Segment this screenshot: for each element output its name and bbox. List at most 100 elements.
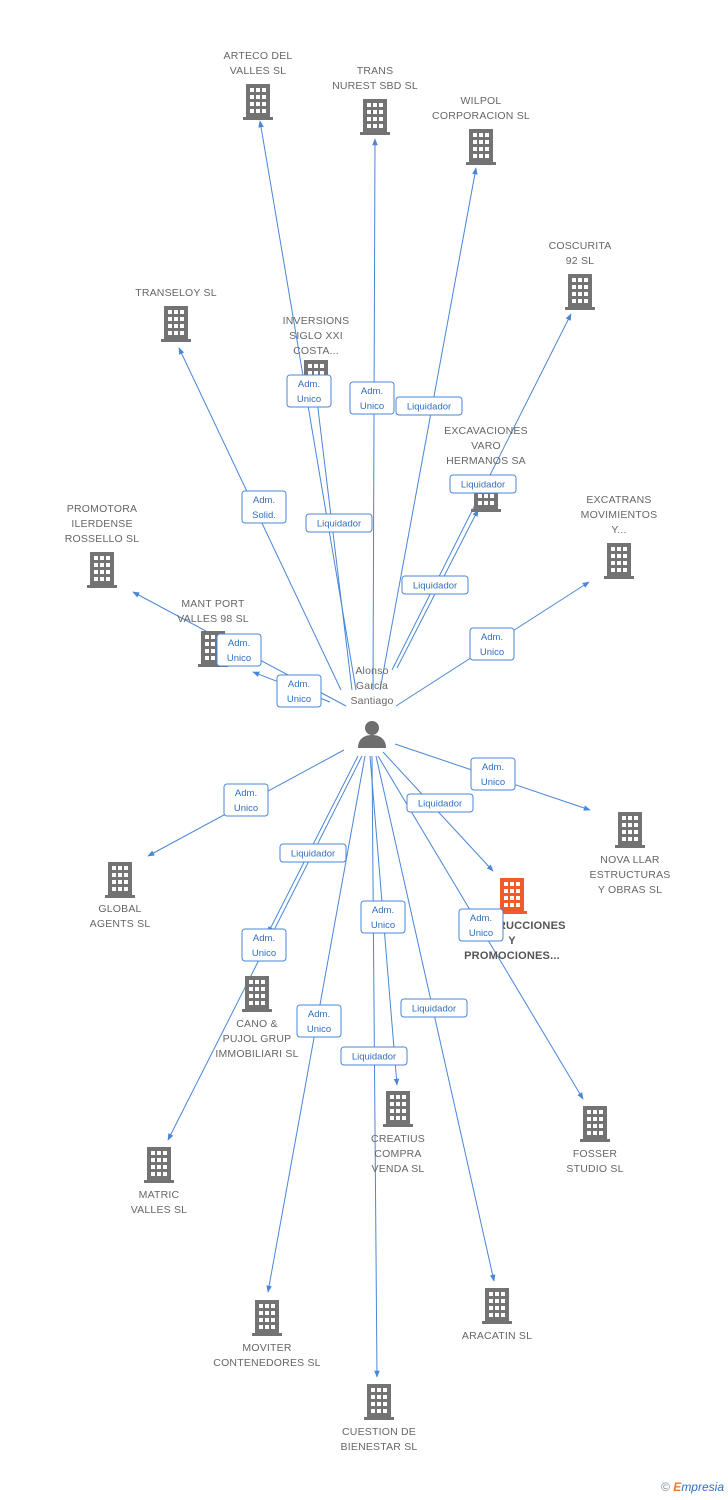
node-label-line: INVERSIONS bbox=[283, 315, 350, 327]
company-node-moviter[interactable]: MOVITER CONTENEDORES SL bbox=[213, 1300, 321, 1369]
node-label-line: EXCATRANS bbox=[586, 494, 651, 506]
relation-text: Adm. bbox=[253, 495, 275, 506]
relation-label-aracatin[interactable]: Liquidador bbox=[400, 998, 468, 1018]
relation-label-wilpol[interactable]: Liquidador bbox=[395, 396, 463, 416]
node-label-line: ARACATIN SL bbox=[462, 1330, 532, 1342]
relation-text: Adm. bbox=[361, 386, 383, 397]
building-icon bbox=[105, 862, 135, 898]
relation-box bbox=[349, 381, 395, 415]
person-icon bbox=[358, 721, 386, 748]
building-icon bbox=[144, 1147, 174, 1183]
node-label-line: VALLES SL bbox=[131, 1204, 187, 1216]
building-icon bbox=[580, 1106, 610, 1142]
relation-label-moviter[interactable]: Adm.Unico bbox=[296, 1004, 342, 1038]
relation-text: Unico bbox=[469, 928, 493, 939]
relation-text: Liquidador bbox=[412, 1004, 456, 1015]
company-node-fosser[interactable]: FOSSER STUDIO SL bbox=[566, 1106, 623, 1175]
relation-label-coscurita[interactable]: Liquidador bbox=[401, 575, 469, 595]
relation-label-matric[interactable]: Liquidador bbox=[279, 843, 347, 863]
relation-label-cano[interactable]: Adm.Unico bbox=[241, 928, 287, 962]
relation-text: Adm. bbox=[308, 1009, 330, 1020]
edges bbox=[132, 120, 591, 1378]
footer: © Empresia bbox=[661, 1480, 724, 1494]
relation-text: Unico bbox=[360, 401, 384, 412]
relation-label-excavaciones[interactable]: Liquidador bbox=[449, 474, 517, 494]
company-node-excatrans[interactable]: EXCATRANSMOVIMIENTOSY... bbox=[581, 494, 658, 579]
relation-label-inversions[interactable]: Adm.Unico bbox=[286, 374, 332, 408]
node-label-line: IMMOBILIARI SL bbox=[215, 1048, 298, 1060]
relation-box bbox=[360, 900, 406, 934]
relation-label-promotora[interactable]: Adm.Unico bbox=[276, 674, 322, 708]
node-label-line: Santiago bbox=[350, 695, 393, 707]
node-label-line: CONTENEDORES SL bbox=[213, 1357, 320, 1369]
node-label-line: MOVIMIENTOS bbox=[581, 509, 658, 521]
relation-box bbox=[296, 1004, 342, 1038]
node-label-line: CREATIUS bbox=[371, 1133, 425, 1145]
node-label-line: CANO & bbox=[236, 1018, 277, 1030]
relation-label-arteco[interactable]: Liquidador bbox=[305, 513, 373, 533]
node-label-line: MATRIC bbox=[139, 1189, 180, 1201]
node-label-line: NOVA LLAR bbox=[600, 854, 660, 866]
building-icon bbox=[604, 543, 634, 579]
relation-text: Adm. bbox=[481, 632, 503, 643]
relation-label-transeloy[interactable]: Adm.Solid. bbox=[241, 490, 287, 524]
brand-logo-initial: E bbox=[673, 1480, 682, 1494]
brand-logo-text: mpresia bbox=[681, 1480, 724, 1494]
relation-text: Unico bbox=[480, 647, 504, 658]
relation-text: Unico bbox=[297, 394, 321, 405]
relation-label-creatius[interactable]: Liquidador bbox=[340, 1046, 408, 1066]
relation-box bbox=[276, 674, 322, 708]
relation-text: Liquidador bbox=[352, 1052, 396, 1063]
relation-box bbox=[286, 374, 332, 408]
relation-box bbox=[458, 908, 504, 942]
node-label-line: COSCURITA bbox=[549, 240, 612, 252]
relation-label-cuestion[interactable]: Adm.Unico bbox=[360, 900, 406, 934]
building-icon bbox=[243, 84, 273, 120]
node-label-line: ARTECO DEL bbox=[224, 50, 293, 62]
relation-label-trans[interactable]: Adm. Unico bbox=[349, 381, 395, 415]
node-label-line: COSTA... bbox=[293, 345, 339, 357]
node-label-line: EXCAVACIONES bbox=[444, 425, 528, 437]
company-node-aracatin[interactable]: ARACATIN SL bbox=[462, 1288, 532, 1342]
relation-box bbox=[340, 1046, 408, 1066]
building-icon bbox=[466, 129, 496, 165]
node-label-line: FOSSER bbox=[573, 1148, 618, 1160]
node-label-line: Y bbox=[508, 935, 516, 947]
relation-text: Unico bbox=[371, 920, 395, 931]
relation-text: Unico bbox=[227, 653, 251, 664]
relation-label-global[interactable]: Adm.Unico bbox=[223, 783, 269, 817]
node-label-line: MOVITER bbox=[242, 1342, 291, 1354]
relation-box bbox=[241, 490, 287, 524]
relation-label-novallar[interactable]: Adm.Unico bbox=[470, 757, 516, 791]
relation-text: Adm. bbox=[235, 788, 257, 799]
node-label-line: ILERDENSE bbox=[71, 518, 132, 530]
building-icon bbox=[360, 99, 390, 135]
node-label-line: ROSSELLO SL bbox=[65, 533, 140, 545]
relation-label-excatrans[interactable]: Adm. Unico bbox=[469, 627, 515, 661]
company-node-matric[interactable]: MATRIC VALLES SL bbox=[131, 1147, 187, 1216]
relation-label-mantport[interactable]: Adm.Unico bbox=[216, 633, 262, 667]
node-label-line: Y OBRAS SL bbox=[598, 884, 662, 896]
relation-label-construcciones[interactable]: Liquidador bbox=[406, 793, 474, 813]
node-label-line: STUDIO SL bbox=[566, 1163, 623, 1175]
relation-label-fosser[interactable]: Adm.Unico bbox=[458, 908, 504, 942]
company-node-transeloy[interactable]: TRANSELOY SL bbox=[135, 287, 217, 342]
building-icon bbox=[482, 1288, 512, 1324]
node-label-line: COMPRA bbox=[374, 1148, 421, 1160]
